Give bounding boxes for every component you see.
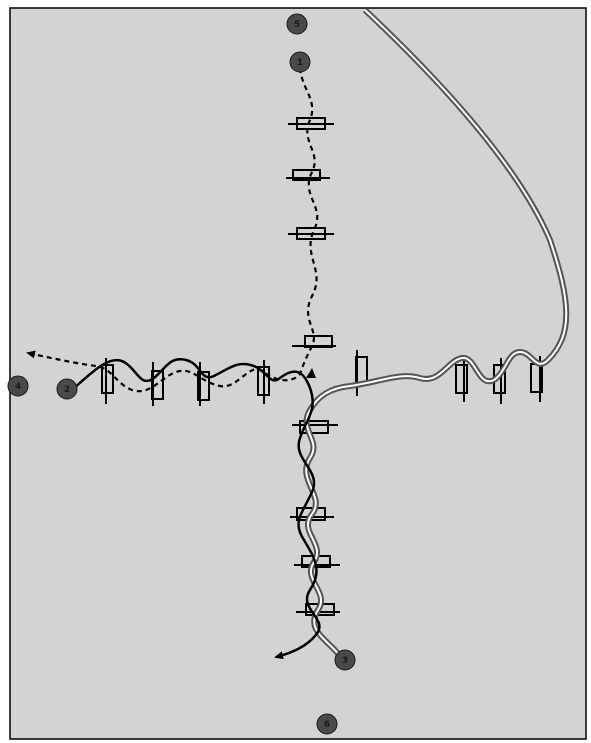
- marker-label: 6: [324, 720, 330, 730]
- marker-3: 3: [334, 649, 356, 671]
- marker-circle: [7, 375, 29, 397]
- markers: 1 2 3 4 5 6: [7, 13, 356, 735]
- marker-circle: [289, 51, 311, 73]
- obstacle-icon: [455, 358, 468, 402]
- marker-circle: [56, 378, 78, 400]
- obstacle-icon: [292, 420, 338, 434]
- obstacle-icon: [101, 358, 114, 404]
- dashed-path: [26, 67, 319, 393]
- marker-label: 4: [15, 382, 21, 392]
- obstacles-vertical-top: [286, 117, 336, 348]
- marker-6: 6: [316, 713, 338, 735]
- obstacle-icon: [288, 227, 334, 240]
- marker-4: 4: [7, 375, 29, 397]
- obstacle-icon: [292, 335, 336, 348]
- marker-label: 1: [297, 58, 303, 68]
- marker-1: 1: [289, 51, 311, 73]
- marker-circle: [316, 713, 338, 735]
- solid-path: [71, 357, 321, 660]
- marker-label: 2: [64, 385, 70, 395]
- marker-label: 3: [342, 656, 348, 666]
- obstacle-icon: [151, 362, 164, 406]
- marker-2: 2: [56, 378, 78, 400]
- marker-circle: [334, 649, 356, 671]
- marker-5: 5: [286, 13, 308, 35]
- obstacle-icon: [288, 117, 334, 130]
- obstacle-icon: [257, 360, 270, 404]
- double-line-path: [303, 7, 570, 658]
- direction-triangle-icon: [306, 368, 316, 378]
- obstacle-icon: [286, 169, 330, 181]
- obstacles-horizontal-left: [101, 358, 270, 406]
- marker-circle: [286, 13, 308, 35]
- marker-label: 5: [294, 20, 300, 30]
